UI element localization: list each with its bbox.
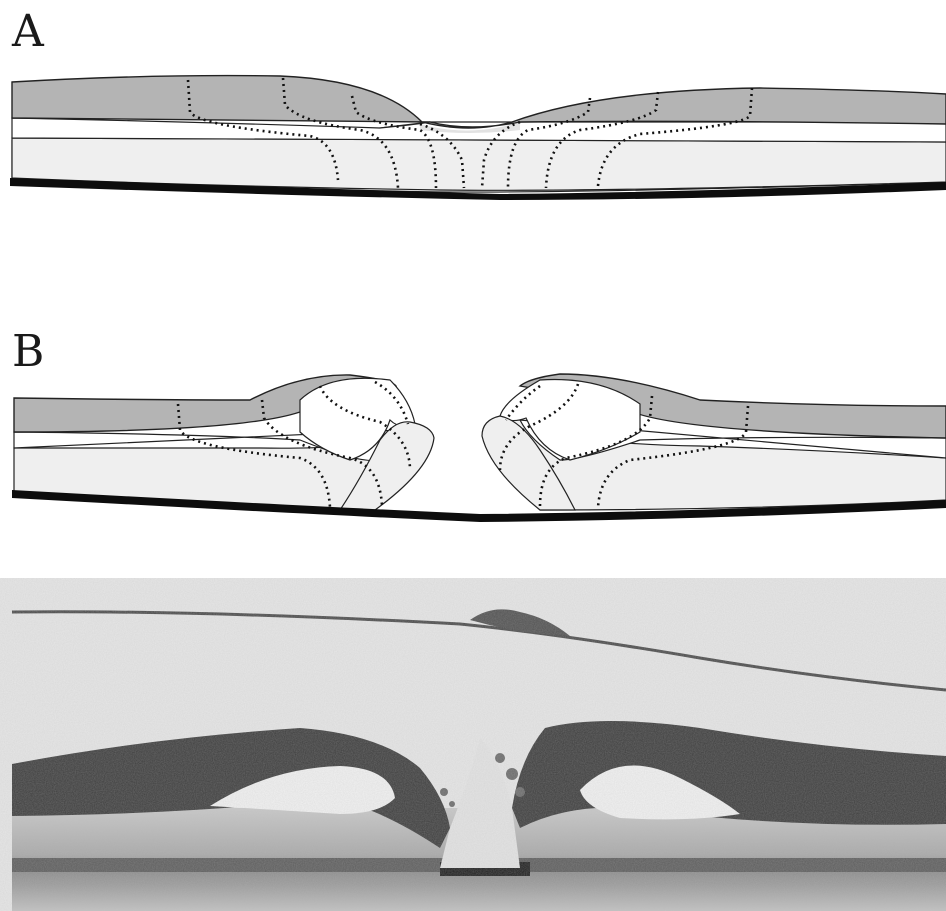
inner-layer bbox=[12, 76, 946, 128]
panel-b-schematic bbox=[0, 360, 946, 530]
outer-layer-band bbox=[12, 138, 946, 190]
panel-a-schematic bbox=[0, 60, 946, 210]
panel-label-a: A bbox=[12, 10, 44, 54]
scan-noise bbox=[0, 578, 946, 911]
panel-c-oct-scan bbox=[0, 578, 946, 911]
